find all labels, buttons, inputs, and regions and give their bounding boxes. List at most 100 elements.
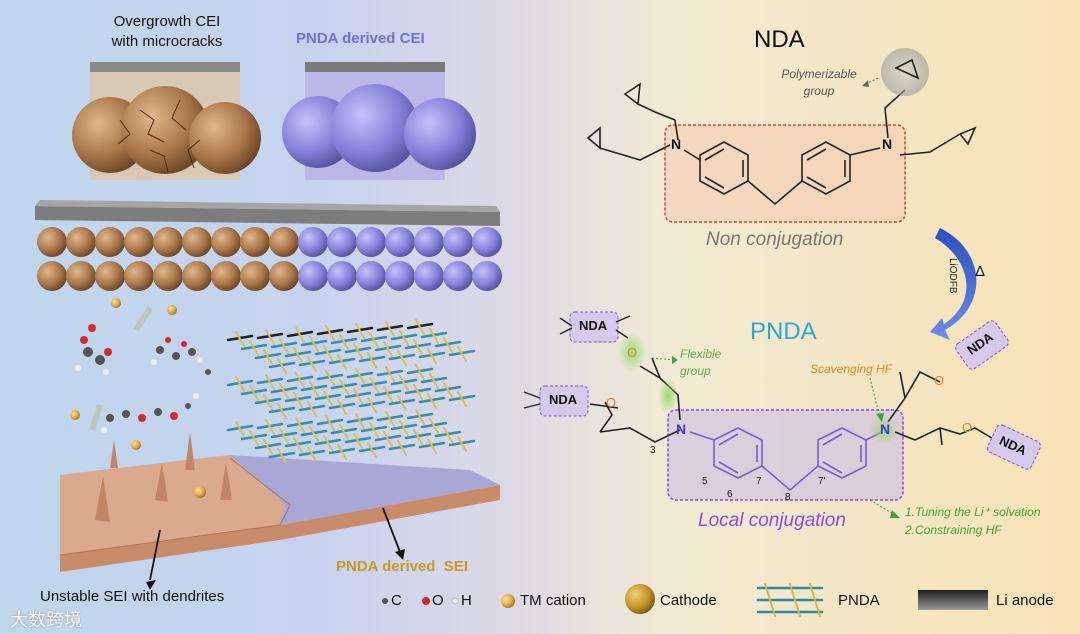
lattice-bond: [383, 341, 393, 357]
coated-particle: [298, 227, 328, 257]
atom-num-3: 3: [650, 445, 656, 456]
lattice-bond: [235, 376, 245, 392]
polymerizable-group-label: Polymerizable group: [781, 67, 857, 98]
cracked-particle: [37, 227, 67, 257]
lattice-bond: [293, 347, 303, 363]
lattice-bond: [323, 435, 333, 451]
lattice-bond: [235, 331, 245, 347]
coated-particle: [385, 227, 415, 257]
lattice-bond: [263, 439, 273, 455]
nda-box-label: NDA: [549, 392, 578, 407]
coated-particle: [327, 227, 357, 257]
lattice-bond: [457, 436, 467, 452]
pnda-cei-image: [282, 62, 476, 180]
lattice-bond: [277, 403, 287, 419]
cracked-particle: [182, 261, 212, 291]
flexible-group-label: Flexible group: [680, 347, 722, 378]
atom-num-7: 7: [756, 476, 762, 487]
lattice-bond: [309, 336, 319, 352]
note-2: 2.Constraining HF: [905, 523, 1002, 537]
pnda-lattice-stack: [226, 319, 476, 464]
lattice-bond: [443, 427, 453, 443]
lattice-bond: [295, 372, 305, 388]
lattice-bond: [265, 329, 275, 345]
lattice-bond: [325, 415, 335, 431]
lattice-bond: [457, 346, 467, 362]
reaction-arrow: [930, 228, 977, 340]
coated-particle: [298, 261, 328, 291]
coated-particle: [385, 261, 415, 291]
lattice-bond: [295, 417, 305, 433]
reagent-label: LiODFB: [947, 258, 958, 294]
coated-particle: [472, 227, 502, 257]
lattice-bond: [249, 430, 259, 446]
lattice-bond: [367, 442, 377, 458]
lattice-bond: [277, 448, 287, 464]
dendrite: [155, 462, 168, 502]
nda-title: NDA: [754, 26, 805, 53]
lattice-bond: [399, 375, 409, 391]
cracked-particle: [95, 227, 125, 257]
nda-n-left: N: [671, 136, 682, 152]
solvent-molecules: [75, 306, 211, 433]
unstable-sei-label: Unstable SEI with dendrites: [40, 588, 225, 605]
lattice-bond: [397, 440, 407, 456]
coated-particle: [443, 227, 473, 257]
legend-li-anode: Li anode: [996, 592, 1054, 609]
lattice-bond: [355, 368, 365, 384]
nda-boxes: [523, 311, 1041, 470]
scavenging-hf-label: Scavenging HF: [810, 362, 893, 376]
dendrite: [185, 432, 195, 470]
legend-pnda: PNDA: [838, 592, 880, 609]
pnda-title: PNDA: [750, 318, 817, 345]
lattice-bond: [265, 374, 275, 390]
legend-h: H: [461, 592, 472, 609]
lattice-bond: [293, 437, 303, 453]
pnda-n-right: N: [880, 421, 891, 437]
legend-shapes: [382, 583, 988, 617]
lattice-bond: [415, 409, 425, 425]
lattice-bond: [279, 383, 289, 399]
cracked-particle: [66, 261, 96, 291]
cracked-particle: [240, 261, 270, 291]
lattice-bond: [355, 413, 365, 429]
lattice-bond: [325, 325, 335, 341]
lattice-bond: [367, 352, 377, 368]
lattice-bond: [397, 395, 407, 411]
lattice-bond: [355, 323, 365, 339]
atom-num-6: 6: [727, 489, 733, 500]
legend-tm-cation: TM cation: [520, 592, 586, 609]
lattice-bond: [293, 392, 303, 408]
lattice-bond: [325, 370, 335, 386]
heat-symbol: Δ: [975, 263, 986, 280]
lattice-bond: [385, 366, 395, 382]
note-1: 1.Tuning the Li⁺ solvation: [905, 505, 1041, 519]
coated-particle: [327, 261, 357, 291]
flexible-glow: [618, 332, 646, 372]
cracked-particle: [269, 261, 299, 291]
lattice-bond: [369, 422, 379, 438]
lattice-bond: [429, 418, 439, 434]
anode-sei-platform: [59, 432, 500, 572]
pnda-o-4: O: [962, 420, 973, 435]
lattice-bond: [307, 401, 317, 417]
coated-particle: [414, 227, 444, 257]
coated-particle: [443, 261, 473, 291]
tm-cation: [194, 486, 206, 498]
nda-box-label: NDA: [579, 318, 608, 333]
lattice-bond: [277, 358, 287, 374]
lattice-bond: [443, 382, 453, 398]
lattice-bond: [353, 433, 363, 449]
pnda-sei-pointer: [382, 507, 401, 553]
lattice-bond: [353, 343, 363, 359]
lattice-bond: [249, 385, 259, 401]
lattice-bond: [337, 354, 347, 370]
lattice-bond: [383, 431, 393, 447]
legend-cathode: Cathode: [660, 592, 717, 609]
lattice-bond: [265, 419, 275, 435]
epoxide-group: [894, 58, 920, 80]
lattice-bond: [427, 348, 437, 364]
lattice-bond: [323, 390, 333, 406]
lattice-bond: [383, 386, 393, 402]
